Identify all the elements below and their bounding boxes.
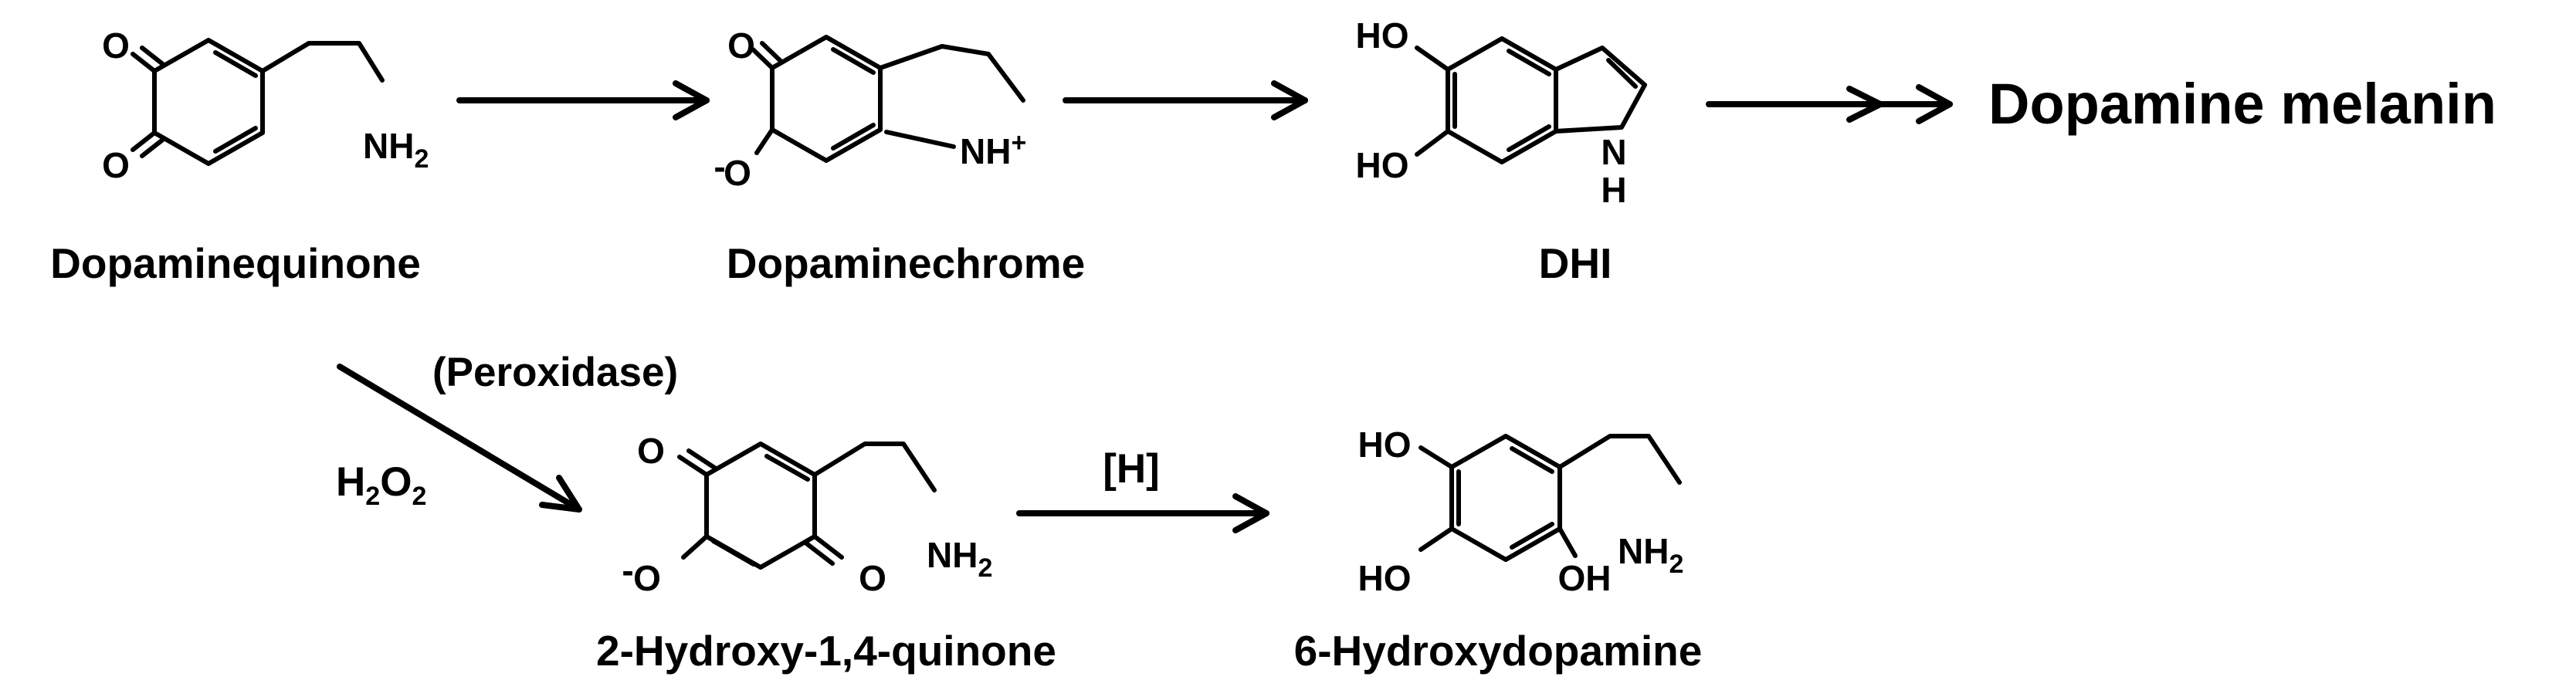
compound-label-dhi: DHI	[1539, 239, 1612, 287]
atom-nh2: NH2	[363, 126, 429, 174]
atom-o: O	[102, 25, 130, 66]
reaction-arrow-diagonal	[337, 364, 582, 513]
atom-ho: HO	[1356, 15, 1409, 56]
atom-ho: HO	[1358, 425, 1412, 465]
condition-peroxidase: (Peroxidase)	[432, 350, 678, 395]
atom-ho: HO	[1356, 145, 1409, 185]
atom-nh2: NH2	[927, 535, 992, 583]
atom-nh2: NH2	[1618, 531, 1683, 579]
minus-charge: -	[622, 550, 633, 590]
compound-label-dopaminequinone: Dopaminequinone	[50, 239, 421, 287]
atom-o: O	[637, 431, 665, 471]
dopaminechrome-structure: O - O NH+	[713, 25, 1026, 193]
dhi-structure: HO HO N H	[1356, 15, 1647, 210]
atom-h: H	[1601, 170, 1626, 210]
atom-oh: OH	[1558, 558, 1612, 598]
reaction-arrow	[1706, 84, 1953, 124]
atom-o: O	[102, 145, 130, 185]
condition-reduction: [H]	[1103, 446, 1160, 492]
atom-n: N	[1601, 132, 1626, 172]
atom-o: O	[727, 25, 755, 66]
reaction-arrow	[1016, 493, 1269, 533]
hydroxydopamine-structure: HO HO OH NH2	[1358, 425, 1684, 598]
compound-label-hydroxydopamine: 6-Hydroxydopamine	[1294, 627, 1703, 675]
minus-charge: -	[713, 147, 725, 187]
reaction-arrow	[1063, 80, 1308, 120]
atom-nh-plus: NH+	[960, 128, 1026, 171]
atom-ho: HO	[1358, 558, 1412, 598]
atom-o: O	[633, 558, 661, 598]
hydroxy-quinone-structure: O - O O NH2	[622, 431, 992, 598]
product-label-dopamine-melanin: Dopamine melanin	[1988, 72, 2496, 136]
dopaminequinone-structure: O O NH2	[102, 25, 429, 185]
atom-o: O	[724, 153, 751, 193]
atom-o: O	[859, 558, 886, 598]
compound-label-hydroxy-quinone: 2-Hydroxy-1,4-quinone	[596, 627, 1056, 675]
compound-label-dopaminechrome: Dopaminechrome	[727, 239, 1086, 287]
reaction-arrow	[456, 80, 710, 120]
condition-h2o2: H2O2	[336, 459, 426, 511]
